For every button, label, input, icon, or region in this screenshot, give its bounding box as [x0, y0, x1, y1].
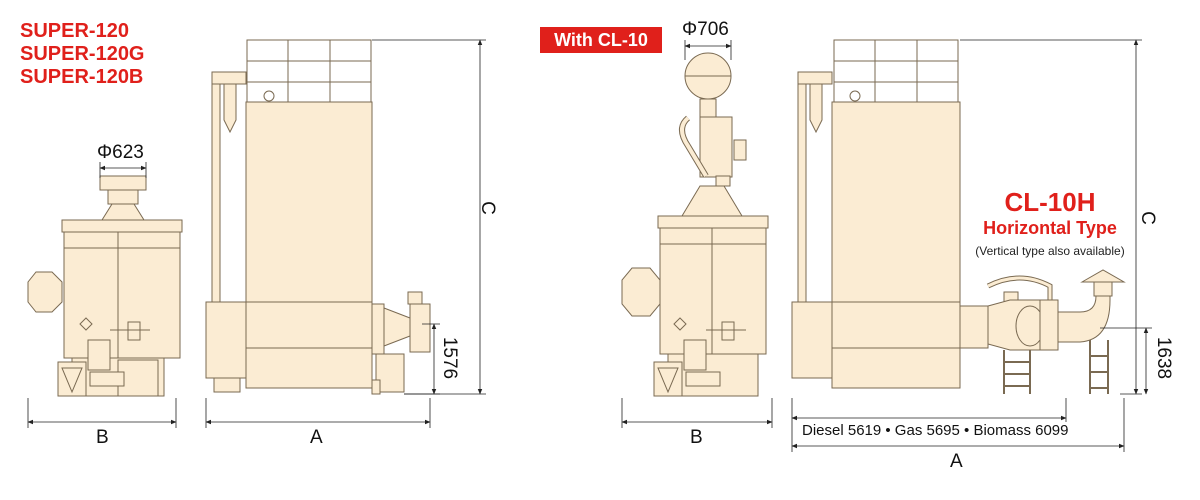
cl10h-title: CL-10H — [1004, 187, 1096, 217]
dimension-lines — [27, 39, 1152, 452]
cl10h-note: (Vertical type also available) — [975, 244, 1125, 258]
left-height-label: 1576 — [439, 336, 461, 380]
cl10h-subtitle: Horizontal Type — [983, 218, 1117, 238]
right-front-view — [791, 39, 1126, 394]
right-a-label: A — [950, 451, 963, 472]
left-b-label: B — [96, 427, 109, 448]
model-name-3: SUPER-120B — [20, 66, 144, 88]
fuel-length-label: Diesel 5619 • Gas 5695 • Biomass 6099 — [800, 422, 1071, 440]
right-height-label: 1638 — [1153, 336, 1175, 380]
model-name-1: SUPER-120 — [20, 20, 129, 42]
right-b-label: B — [690, 427, 703, 448]
right-side-view — [621, 52, 769, 397]
left-side-view — [27, 175, 183, 397]
variant-badge: With CL-10 — [540, 27, 662, 53]
left-front-view — [205, 39, 431, 395]
right-cyclone-diameter-label: Φ706 — [682, 19, 729, 40]
model-name-2: SUPER-120G — [20, 43, 145, 65]
left-c-label: C — [476, 201, 498, 215]
left-hopper-diameter-label: Φ623 — [97, 142, 144, 163]
right-c-label: C — [1136, 211, 1158, 225]
left-a-label: A — [310, 427, 323, 448]
